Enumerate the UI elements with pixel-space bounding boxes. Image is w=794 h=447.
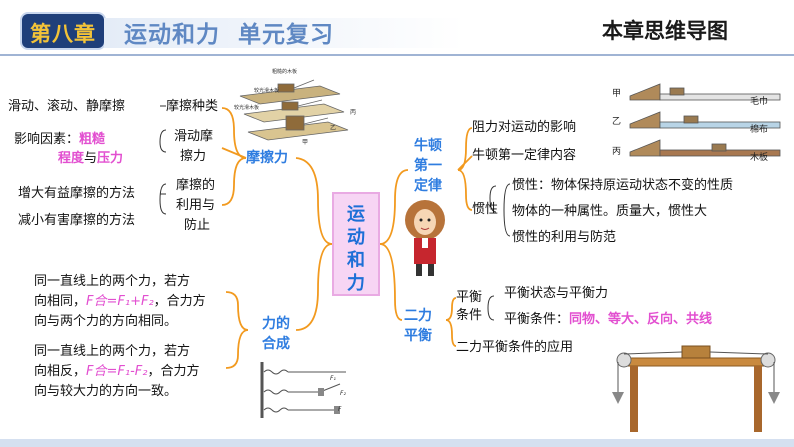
chapter-badge: 第八章 (22, 14, 104, 48)
diagram-label-c: 丙 (350, 109, 357, 116)
newton-label-3: 定律 (414, 178, 442, 194)
diagram-label-a: 甲 (302, 139, 309, 146)
balance-table-illustration (612, 345, 780, 432)
center-char-1: 运 (347, 204, 365, 225)
inertia-item-application: 惯性的利用与防范 (512, 230, 617, 245)
ramp-label-row3-left: 丙 (612, 147, 622, 157)
sliding-friction-node-line1: 滑动摩 (174, 129, 214, 144)
friction-use-node-line1: 摩擦的 (176, 178, 216, 193)
diagram-label-f2: F₂ (340, 390, 346, 397)
diagram-label-b: 乙 (330, 125, 337, 132)
newton-portrait (405, 200, 445, 276)
newton-label-1: 牛顿 (414, 138, 442, 154)
increase-friction-methods: 增大有益摩擦的方法 (18, 186, 136, 201)
ramp-label-row3-right: 木板 (750, 153, 769, 163)
page-title: 运动和力 单元复习 (124, 22, 335, 48)
opp-dir-line2-head: 向相反， (34, 364, 87, 379)
ramp-label-row1-right: 毛巾 (750, 97, 769, 107)
footer-bar (0, 439, 794, 447)
header-divider (0, 54, 794, 56)
newton-item-resistance: 阻力对运动的影响 (472, 120, 577, 135)
ramp-label-row1-left: 甲 (612, 89, 622, 99)
center-char-3: 和 (347, 250, 365, 271)
center-topic: 运 动 和 力 (332, 192, 380, 296)
ramp-experiment-illustration (629, 83, 781, 157)
center-char-2: 动 (347, 227, 365, 248)
sliding-factors-line2: 程度与压力 (58, 149, 123, 169)
same-dir-line2-tail: ，合力方 (153, 294, 206, 309)
factors-prefix: 影响因素： (14, 132, 80, 147)
sliding-friction-node-line2: 擦力 (180, 149, 207, 164)
factor-degree: 程度 (58, 151, 85, 166)
same-dir-line2-head: 向相同， (34, 294, 87, 309)
balance-condition: 平衡条件：同物、等大、反向、共线 (504, 310, 712, 330)
inertia-item-property: 物体的一种属性。质量大，惯性大 (512, 204, 708, 219)
newton-item-content: 牛顿第一定律内容 (472, 148, 577, 163)
opp-dir-line1: 同一直线上的两个力，若方 (34, 344, 191, 359)
balance-condition-node-1: 平衡 (456, 290, 483, 305)
opp-dir-line3: 向与较大力的方向一致。 (34, 384, 178, 399)
diagram-label-smooth: 较光滑木板 (254, 88, 280, 94)
decrease-friction-methods: 减小有害摩擦的方法 (18, 213, 136, 228)
balance-condition-prefix: 平衡条件： (504, 312, 570, 327)
center-char-4: 力 (347, 273, 365, 294)
factor-and: 与 (84, 151, 98, 166)
friction-types-leaf: 滑动、滚动、静摩擦 (8, 99, 126, 114)
inertia-node: 惯性 (472, 202, 499, 217)
chapter-label: 第八章 (30, 22, 96, 46)
diagram-label-smooth2: 较光滑木板 (234, 105, 260, 111)
composition-label-line1: 力的 (262, 316, 290, 332)
same-dir-formula: F合=F₁+F₂ (86, 294, 154, 309)
inertia-item-definition: 惯性：物体保持原运动状态不变的性质 (512, 178, 734, 193)
balance-condition-node-2: 条件 (456, 308, 483, 323)
factor-pressure: 压力 (97, 151, 124, 166)
opp-dir-formula: F合=F₁-F₂ (86, 364, 148, 379)
title-bar (104, 18, 464, 48)
balance-label-1: 二力 (404, 308, 432, 324)
force-composition-illustration (260, 362, 346, 418)
same-dir-line3: 向与两个力的方向相同。 (34, 314, 178, 329)
factor-roughness: 粗糙 (79, 132, 106, 147)
friction-use-node-line3: 防止 (184, 218, 211, 233)
balance-condition-value: 同物、等大、反向、共线 (569, 312, 713, 327)
balance-state: 平衡状态与平衡力 (504, 286, 609, 301)
opp-dir-line2: 向相反，F合=F₁-F₂，合力方 (34, 362, 199, 382)
composition-label-line2: 合成 (262, 336, 290, 352)
friction-label: 摩擦力 (246, 150, 288, 166)
mindmap-title: 本章思维导图 (602, 19, 728, 43)
balance-label-2: 平衡 (404, 328, 432, 344)
diagram-label-f: F (338, 406, 342, 413)
same-dir-line1: 同一直线上的两个力，若方 (34, 274, 191, 289)
balance-application: 二力平衡条件的应用 (456, 340, 574, 355)
diagram-label-rough: 粗糙的木板 (272, 69, 298, 75)
ramp-label-row2-left: 乙 (612, 117, 622, 127)
newton-label-2: 第一 (414, 158, 442, 174)
same-dir-line2: 向相同，F合=F₁+F₂，合力方 (34, 292, 206, 312)
friction-use-node-line2: 利用与 (176, 198, 216, 213)
opp-dir-line2-tail: ，合力方 (147, 364, 200, 379)
friction-experiment-illustration (239, 79, 349, 141)
friction-types-node: 摩擦种类 (166, 99, 219, 114)
diagram-label-f1: F₁ (330, 375, 336, 382)
sliding-factors-line1: 影响因素：粗糙 (14, 130, 105, 150)
ramp-label-row2-right: 棉布 (750, 125, 769, 135)
